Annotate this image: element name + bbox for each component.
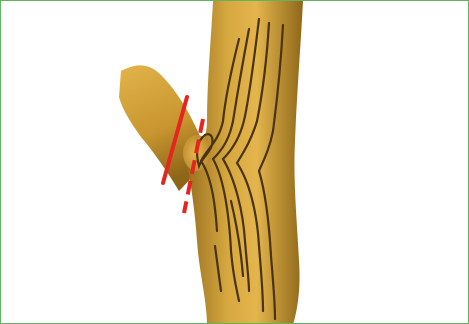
pruning-diagram bbox=[1, 1, 469, 324]
figure-frame bbox=[0, 0, 469, 324]
